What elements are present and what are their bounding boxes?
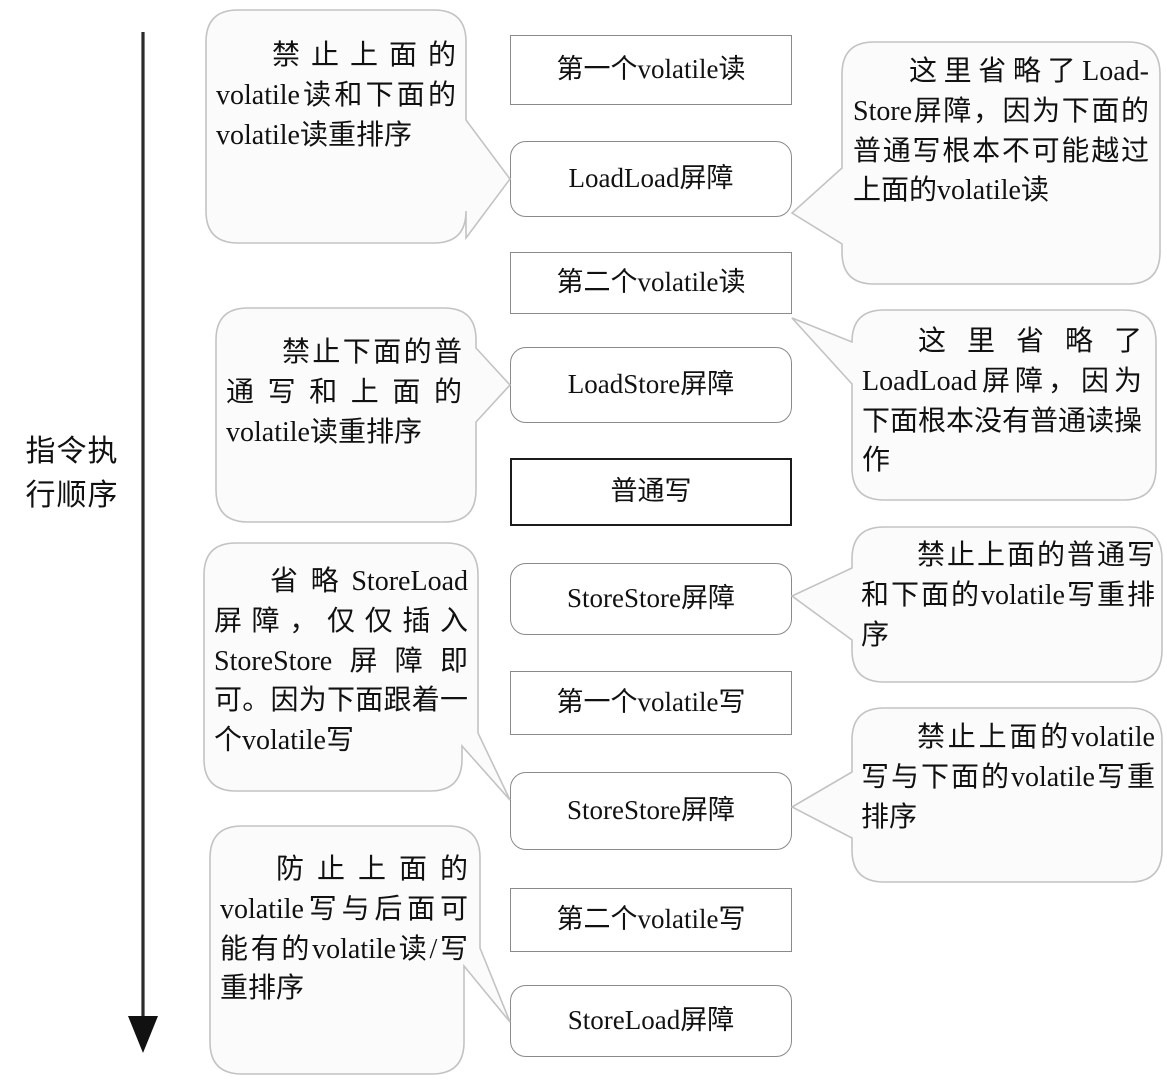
axis-label-line2: 行顺序 [25, 478, 119, 512]
seq-box-first-volatile-read[interactable]: 第一个volatile读 [510, 35, 792, 105]
seq-box-second-volatile-read[interactable]: 第二个volatile读 [510, 252, 792, 314]
seq-box-second-volatile-write[interactable]: 第二个volatile写 [510, 888, 792, 952]
callout-loadstore-text: 禁止下面的普通写和上面的volatile读重排序 [226, 337, 462, 448]
axis-label: 指令执 行顺序 [12, 430, 132, 517]
seq-box-first-volatile-write[interactable]: 第一个volatile写 [510, 671, 792, 735]
seq-box-storestore-barrier-1[interactable]: StoreStore屏障 [510, 563, 792, 635]
callout-storestore-1-text: 禁止上面的普通写和下面的volatile写重排序 [861, 540, 1155, 651]
seq-box-storeload-barrier[interactable]: StoreLoad屏障 [510, 985, 792, 1057]
axis-label-line1: 指令执 [25, 435, 119, 468]
callout-loadload-text: 禁止上面的volatile读和下面的volatile读重排序 [216, 40, 456, 151]
seq-box-storestore-barrier-2[interactable]: StoreStore屏障 [510, 772, 792, 850]
callout-omit-loadload-text: 这里省略了LoadLoad屏障，因为下面根本没有普通读操作 [862, 326, 1143, 477]
callout-omit-loadstore-text: 这里省略了Load-Store屏障，因为下面的普通写根本不可能越过上面的vola… [853, 56, 1149, 207]
callout-storestore-omit-text: 省略StoreLoad屏障，仅仅插入StoreStore屏障即可。因为下面跟着一… [214, 566, 468, 756]
callout-storestore-2-text: 禁止上面的volatile写与下面的volatile写重排序 [861, 722, 1155, 833]
callout-storeload-text: 防止上面的volatile写与后面可能有的volatile读/写重排序 [220, 854, 468, 1005]
seq-box-loadload-barrier[interactable]: LoadLoad屏障 [510, 141, 792, 217]
seq-box-normal-write[interactable]: 普通写 [510, 458, 792, 526]
seq-box-loadstore-barrier[interactable]: LoadStore屏障 [510, 347, 792, 423]
